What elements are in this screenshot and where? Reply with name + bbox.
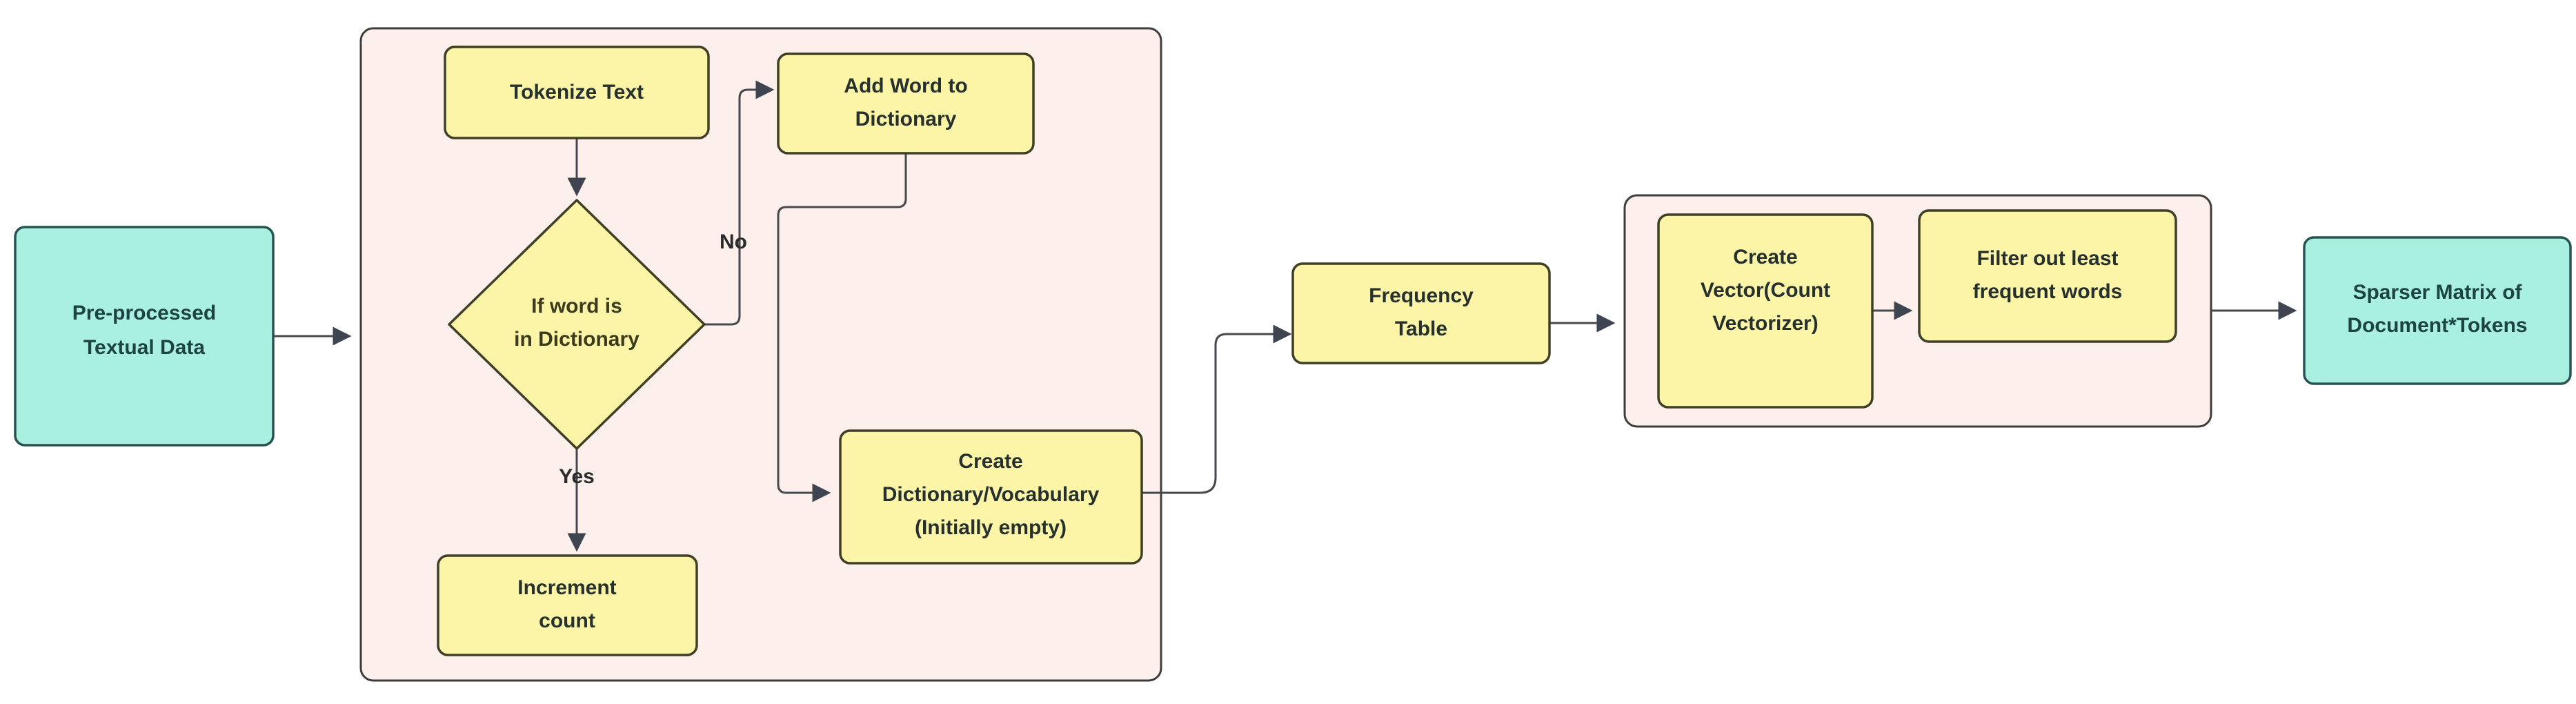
node-tokenize-text[interactable]: Tokenize Text xyxy=(444,46,710,139)
node-pre-processed-textual-data[interactable]: Pre-processed Textual Data xyxy=(14,226,275,447)
node-label-line: in Dictionary xyxy=(514,328,640,351)
node-filter-out-least-frequent-words[interactable]: Filter out least frequent words xyxy=(1918,209,2177,343)
node-label-line: Vector(Count xyxy=(1701,279,1830,302)
node-create-dictionary-vocabulary[interactable]: Create Dictionary/Vocabulary (Initially … xyxy=(839,429,1143,565)
edge-label-no: No xyxy=(720,231,747,253)
node-label-line: Filter out least xyxy=(1976,247,2118,270)
node-label-line: Tokenize Text xyxy=(510,81,644,104)
node-add-word-to-dictionary[interactable]: Add Word to Dictionary xyxy=(777,52,1035,155)
node-label-line: Dictionary/Vocabulary xyxy=(882,483,1100,506)
node-label-line: Textual Data xyxy=(83,336,205,359)
node-label-line: Dictionary xyxy=(855,108,957,130)
node-label-line: Document*Tokens xyxy=(2347,314,2527,337)
node-label-line: Pre-processed xyxy=(72,302,216,324)
node-label-line: Create xyxy=(958,450,1022,473)
edge-addword-to-createdict xyxy=(777,153,907,502)
node-label-line: Frequency xyxy=(1369,284,1474,307)
node-label-line: Table xyxy=(1395,317,1447,340)
node-label-line: Add Word to xyxy=(844,75,967,97)
node-label-line: Vectorizer) xyxy=(1712,312,1818,335)
node-label-line: Create xyxy=(1733,246,1797,268)
edge-decision-to-addword xyxy=(704,80,775,326)
node-label-line: Sparser Matrix of xyxy=(2352,281,2522,304)
node-increment-count[interactable]: Increment count xyxy=(437,554,698,656)
node-label-line: frequent words xyxy=(1973,280,2123,303)
node-sparser-matrix-of-document-tokens[interactable]: Sparser Matrix of Document*Tokens xyxy=(2303,236,2572,385)
edge-label-yes: Yes xyxy=(559,465,595,488)
node-label-line: count xyxy=(539,609,595,632)
node-frequency-table[interactable]: Frequency Table xyxy=(1291,262,1551,364)
node-label-line: If word is xyxy=(531,295,622,317)
node-label-line: (Initially empty) xyxy=(915,516,1067,539)
node-label-line: Increment xyxy=(517,576,616,599)
node-if-word-is-in-dictionary[interactable]: If word is in Dictionary xyxy=(448,199,706,450)
node-create-vector-count-vectorizer[interactable]: Create Vector(Count Vectorizer) xyxy=(1657,213,1874,409)
edge-createdict-to-frequency xyxy=(1142,324,1292,494)
